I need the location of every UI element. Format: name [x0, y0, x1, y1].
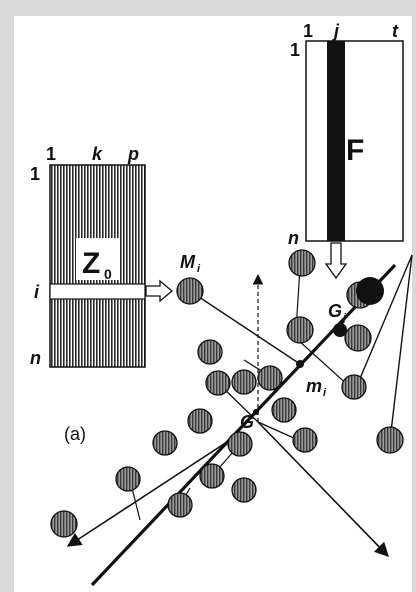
point	[187, 408, 213, 434]
matrix-f-row-first: 1	[290, 40, 300, 60]
label-m: m	[306, 376, 322, 396]
point	[292, 427, 318, 453]
matrix-z0-row-mid: i	[34, 282, 40, 302]
figure-label: (a)	[64, 424, 86, 444]
point	[231, 477, 257, 503]
arrow-z0-to-mi	[145, 279, 174, 303]
point-gj	[333, 323, 347, 337]
connector-line-mid	[355, 254, 413, 389]
point	[227, 431, 253, 457]
point	[167, 492, 193, 518]
matrix-f-col-last: t	[392, 21, 399, 41]
matrix-f: F 1 j t 1 n	[288, 21, 404, 248]
point	[231, 369, 257, 395]
matrix-f-column-j	[327, 41, 345, 241]
matrix-z0-body	[49, 164, 146, 368]
axis-arrow-down-left	[66, 439, 231, 547]
matrix-f-col-mid: j	[332, 21, 340, 41]
point-cloud	[50, 249, 404, 538]
point	[197, 339, 223, 365]
matrix-z0-row-first: 1	[30, 164, 40, 184]
matrix-z0-subscript: 0	[104, 266, 112, 282]
matrix-z0: Z 0 1 k p 1 i n	[30, 144, 146, 368]
point-mi-projection	[296, 360, 304, 368]
label-m-sub: i	[323, 387, 327, 399]
matrix-z0-name: Z	[82, 247, 100, 280]
matrix-z0-col-mid: k	[92, 144, 103, 164]
projected-points	[253, 277, 384, 415]
point	[115, 466, 141, 492]
matrix-z0-col-last: p	[127, 144, 139, 164]
matrix-f-body	[305, 40, 404, 242]
matrix-f-name: F	[346, 134, 364, 167]
point	[205, 370, 231, 396]
point	[344, 324, 372, 352]
point	[341, 374, 367, 400]
point	[199, 463, 225, 489]
matrix-f-row-last: n	[288, 228, 299, 248]
point	[271, 397, 297, 423]
matrix-z0-row-i	[49, 283, 146, 300]
point-g	[253, 409, 259, 415]
matrix-z0-label-box	[76, 238, 120, 280]
point-gj-large	[356, 277, 384, 305]
point	[152, 430, 178, 456]
label-G: G	[240, 412, 254, 432]
label-Gj-sub: j	[341, 312, 347, 324]
point	[288, 249, 316, 277]
matrix-z0-row-last: n	[30, 348, 41, 368]
label-M: M	[180, 252, 196, 272]
point-mi	[176, 277, 204, 305]
point	[257, 365, 283, 391]
point	[50, 510, 78, 538]
label-Gj: G	[328, 301, 342, 321]
arrow-f-to-gj	[324, 242, 348, 280]
matrix-z0-col-first: 1	[46, 144, 56, 164]
matrix-f-col-first: 1	[303, 21, 313, 41]
point	[376, 426, 404, 454]
label-M-sub: i	[197, 263, 201, 275]
principal-axis-line	[90, 263, 397, 587]
projection-line-mi	[189, 290, 301, 365]
point-labels: M i m i G G j (a)	[64, 252, 347, 444]
connector-line-gj	[297, 339, 351, 388]
point	[286, 316, 314, 344]
axis-arrow-down-right	[257, 421, 390, 558]
connector-line-right	[389, 254, 413, 441]
